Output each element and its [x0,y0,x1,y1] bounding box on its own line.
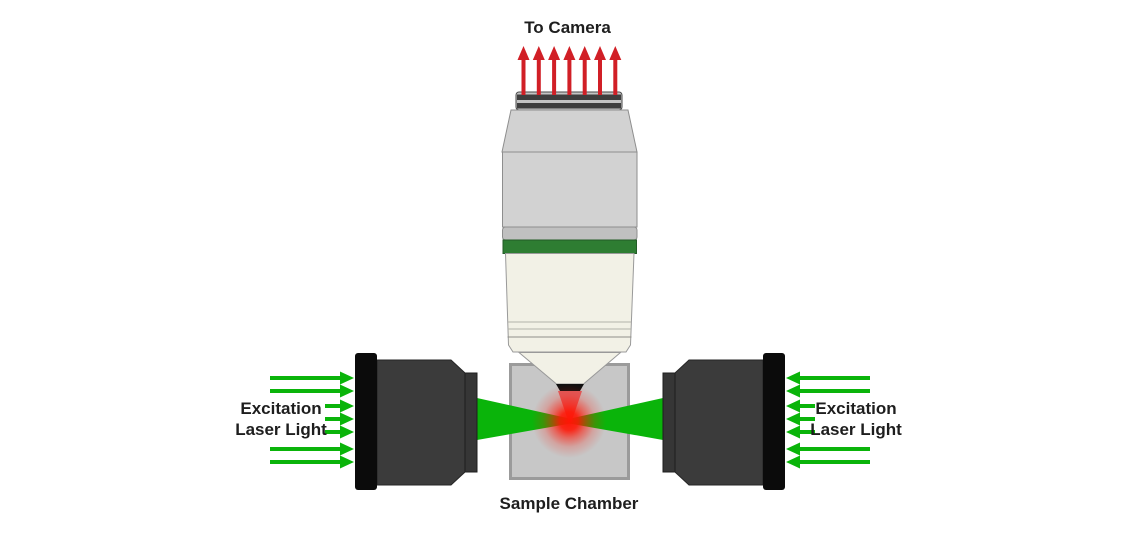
right-arrow-shaft [325,430,341,434]
excitation-arrows-right [786,371,870,469]
excitation-label-right-line2: Laser Light [810,420,902,439]
left-arrow-shaft [799,460,870,464]
up-arrow-shaft [598,59,602,95]
excitation-label-right: Excitation Laser Light [781,398,931,440]
illumination-lens-left [355,353,478,490]
right-arrow-shaft [270,376,341,380]
up-arrow-shaft [521,59,526,95]
lens-mount-plate-right [763,353,785,490]
lens-body-left [376,359,466,486]
left-arrow-icon [786,425,800,439]
right-arrow-shaft [270,389,341,393]
left-arrow-icon [786,455,800,469]
right-arrow-shaft [270,460,341,464]
objective-body [502,151,638,228]
laser-beam-right [565,398,663,440]
right-arrow-shaft [270,447,341,451]
left-arrow-shaft [799,404,815,408]
lens-mount-plate-left [355,353,377,490]
up-arrow-icon [517,46,530,60]
left-arrow-shaft [799,389,870,393]
left-arrow-icon [786,371,800,385]
objective-barrel [504,253,635,353]
up-arrow-shaft [582,59,587,95]
left-arrow-shaft [799,417,815,421]
objective-shoulder [501,109,638,153]
objective-neck-ring [502,226,638,241]
up-arrow-icon [578,46,591,60]
up-arrow-shaft [613,59,618,95]
excitation-label-left-line2: Laser Light [235,420,327,439]
up-arrow-shaft [536,59,541,95]
lens-snout-left [464,372,478,473]
left-arrow-shaft [799,447,870,451]
up-arrow-icon [563,46,576,60]
up-arrow-icon [609,46,622,60]
right-arrow-icon [340,384,354,398]
left-arrow-icon [786,412,800,426]
right-arrow-icon [340,425,354,439]
up-arrow-shaft [552,59,557,95]
to-camera-label: To Camera [524,18,611,37]
camera-arrows [517,46,622,95]
left-arrow-shaft [799,376,870,380]
left-arrow-icon [786,399,800,413]
right-arrow-icon [340,455,354,469]
left-arrow-icon [786,442,800,456]
right-arrow-icon [340,399,354,413]
detection-objective [501,91,638,391]
right-arrow-shaft [325,417,341,421]
sample-chamber-label: Sample Chamber [499,494,639,513]
left-arrow-shaft [799,430,815,434]
laser-beam-left [477,398,575,440]
illumination-lens-right [662,353,785,490]
right-arrow-icon [340,412,354,426]
up-arrow-icon [532,46,545,60]
excitation-label-left-line1: Excitation [240,399,322,418]
up-arrow-icon [594,46,606,60]
right-arrow-icon [340,371,354,385]
excitation-label-left: Excitation Laser Light [206,398,356,440]
objective-cap-stripe [517,94,621,100]
left-arrow-icon [786,384,800,398]
up-arrow-shaft [567,59,572,95]
lens-body-right [674,359,764,486]
excitation-label-right-line1: Excitation [815,399,897,418]
objective-green-band [502,239,637,254]
focus-glow [532,384,606,458]
up-arrow-icon [548,46,561,60]
right-arrow-icon [340,442,354,456]
objective-cap-stripe [517,103,621,109]
excitation-arrows-left [270,371,354,469]
right-arrow-shaft [325,404,341,408]
lens-snout-right [662,372,676,473]
